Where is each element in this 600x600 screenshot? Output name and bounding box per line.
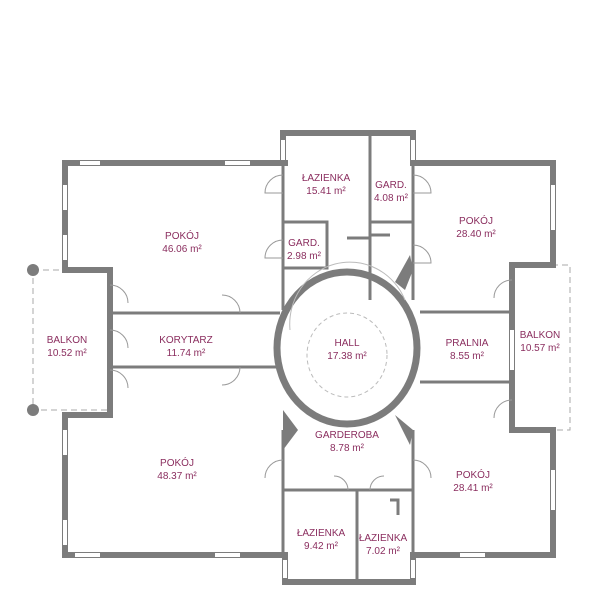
room-area: 8.78 m²: [330, 443, 364, 454]
hall-stair: [273, 261, 421, 428]
room-label: ŁAZIENKA 15.41 m²: [302, 172, 350, 198]
room-label: GARD. 2.98 m²: [287, 237, 321, 263]
room-name: POKÓJ: [165, 231, 199, 242]
room-area: 10.57 m²: [520, 343, 560, 354]
room-label: BALKON 10.52 m²: [47, 334, 88, 360]
room-name: GARD.: [288, 238, 320, 249]
room-label: GARDEROBA 8.78 m²: [315, 429, 379, 455]
room-name: HALL: [334, 338, 360, 349]
room-name: BALKON: [46, 335, 88, 346]
room-name: POKÓJ: [459, 216, 493, 227]
room-name: GARD.: [375, 180, 407, 191]
room-area: 28.40 m²: [456, 229, 496, 240]
room-label: ŁAZIENKA 9.42 m²: [297, 527, 345, 553]
room-label: PRALNIA 8.55 m²: [446, 337, 489, 363]
room-name: BALKON: [519, 330, 561, 341]
inner-walls: [110, 133, 512, 582]
room-name: ŁAZIENKA: [296, 528, 346, 539]
room-label: BALKON 10.57 m²: [520, 329, 561, 355]
room-label: HALL 17.38 m²: [327, 337, 366, 363]
room-area: 17.38 m²: [327, 351, 367, 362]
room-name: ŁAZIENKA: [301, 173, 351, 184]
doors: [109, 174, 513, 491]
windows: [63, 140, 555, 578]
room-area: 10.52 m²: [47, 348, 87, 359]
room-area: 8.55 m²: [450, 351, 484, 362]
room-area: 15.41 m²: [306, 186, 346, 197]
room-name: PRALNIA: [445, 338, 489, 349]
room-area: 46.06 m²: [162, 244, 202, 255]
room-area: 48.37 m²: [157, 471, 197, 482]
balcony-post: [27, 404, 39, 416]
room-area: 4.08 m²: [374, 193, 408, 204]
room-label: POKÓJ 28.40 m²: [456, 215, 495, 241]
room-area: 11.74 m²: [166, 348, 206, 359]
room-area: 28.41 m²: [453, 483, 493, 494]
balcony-left-outline: [32, 269, 111, 411]
room-label: POKÓJ 28.41 m²: [453, 469, 492, 495]
room-label: POKÓJ 48.37 m²: [157, 457, 196, 483]
room-label: ŁAZIENKA 7.02 m²: [359, 532, 407, 558]
room-area: 2.98 m²: [287, 251, 321, 262]
room-name: KORYTARZ: [159, 335, 213, 346]
balcony-post: [27, 264, 39, 276]
room-label: GARD. 4.08 m²: [374, 179, 408, 205]
room-name: GARDEROBA: [315, 430, 379, 441]
room-area: 9.42 m²: [304, 541, 338, 552]
room-name: ŁAZIENKA: [358, 533, 408, 544]
room-name: POKÓJ: [456, 470, 490, 481]
wall-corners: [283, 255, 413, 450]
room-label: POKÓJ 46.06 m²: [162, 230, 201, 256]
room-name: POKÓJ: [160, 458, 194, 469]
room-label: KORYTARZ 11.74 m²: [159, 334, 213, 360]
room-area: 7.02 m²: [366, 546, 400, 557]
